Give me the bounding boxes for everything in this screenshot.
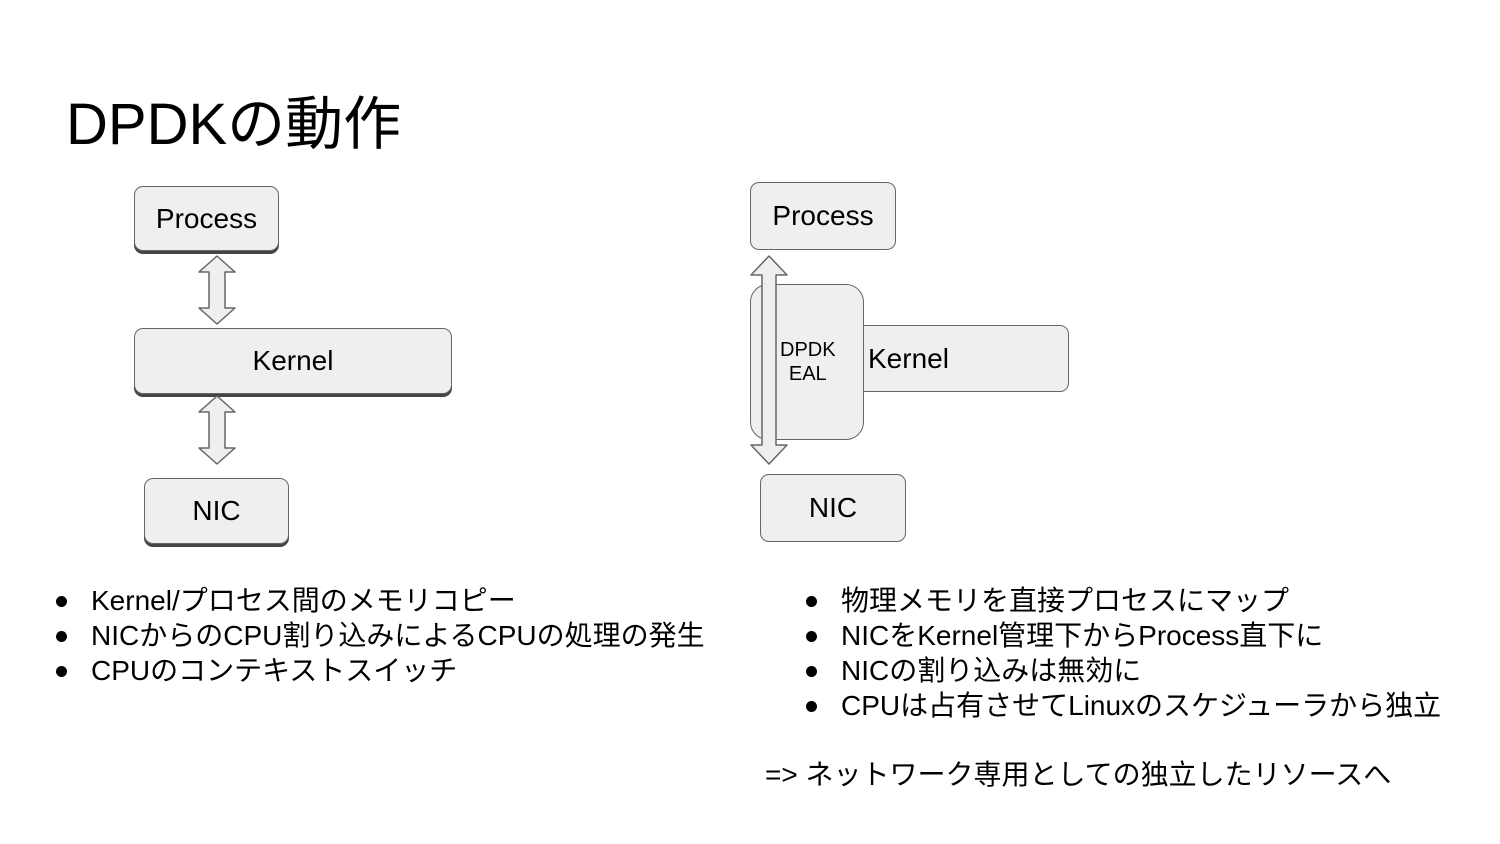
left-bullet-list: Kernel/プロセス間のメモリコピー NICからのCPU割り込みによるCPUの…	[54, 583, 705, 688]
dpdk-eal-line-1: DPDK	[780, 339, 836, 361]
left-bullet-item: CPUのコンテキストスイッチ	[54, 653, 705, 688]
right-nic-box: NIC	[760, 474, 906, 542]
right-process-box: Process	[750, 182, 896, 250]
left-lower-double-arrow	[198, 395, 236, 465]
conclusion-text: => ネットワーク専用としての独立したリソースへ	[765, 759, 1392, 790]
left-kernel-box: Kernel	[134, 328, 452, 394]
right-bullet-item: NICをKernel管理下からProcess直下に	[804, 618, 1441, 653]
right-bullet-list: 物理メモリを直接プロセスにマップ NICをKernel管理下からProcess直…	[804, 583, 1441, 723]
right-double-arrow	[750, 255, 788, 465]
dpdk-eal-label: DPDK EAL	[780, 338, 836, 386]
right-bullet-item: CPUは占有させてLinuxのスケジューラから独立	[804, 688, 1441, 723]
left-nic-label: NIC	[192, 495, 241, 526]
left-nic-box: NIC	[144, 478, 289, 544]
slide-title: DPDKの動作	[66, 92, 402, 157]
left-bullet-item: Kernel/プロセス間のメモリコピー	[54, 583, 705, 618]
right-process-label: Process	[772, 200, 874, 231]
left-process-label: Process	[155, 202, 258, 234]
right-kernel-label: Kernel	[868, 342, 949, 374]
left-upper-double-arrow	[198, 255, 236, 325]
right-bullet-item: NICの割り込みは無効に	[804, 653, 1441, 688]
left-kernel-label: Kernel	[252, 345, 334, 376]
left-process-box: Process	[134, 186, 279, 251]
right-bullet-item: 物理メモリを直接プロセスにマップ	[804, 583, 1441, 618]
right-nic-label: NIC	[808, 492, 858, 523]
left-bullet-item: NICからのCPU割り込みによるCPUの処理の発生	[54, 618, 705, 653]
dpdk-eal-line-2: EAL	[788, 363, 827, 385]
